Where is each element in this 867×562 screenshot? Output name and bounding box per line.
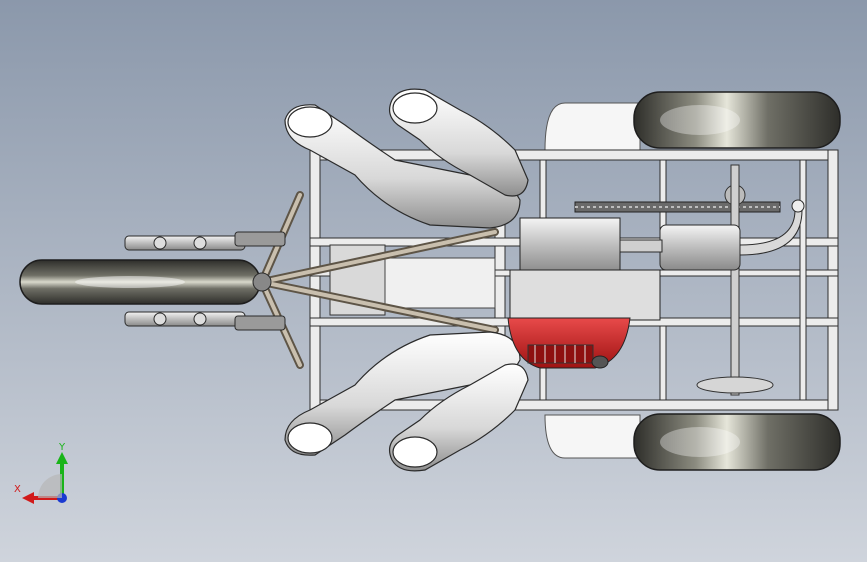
coordinate-triad: Y X xyxy=(14,442,68,504)
rear-axle xyxy=(696,164,774,396)
exhaust-muffler xyxy=(619,199,805,271)
x-axis-arrow xyxy=(22,492,34,504)
rider-leg-top xyxy=(284,88,529,229)
engine-block[interactable] xyxy=(507,217,661,369)
body-shell xyxy=(544,102,641,459)
x-axis-label: X xyxy=(14,484,21,495)
rider-leg-bottom xyxy=(284,331,529,472)
fuel-cap xyxy=(591,355,609,369)
y-axis-label: Y xyxy=(58,442,66,453)
handlebar-assembly[interactable] xyxy=(124,231,286,331)
rear-wheel-bottom[interactable] xyxy=(633,413,841,471)
triad-plane xyxy=(38,474,62,498)
front-wheel[interactable] xyxy=(19,259,261,305)
rear-wheel-top[interactable] xyxy=(633,91,841,149)
y-axis-arrow xyxy=(56,452,68,464)
